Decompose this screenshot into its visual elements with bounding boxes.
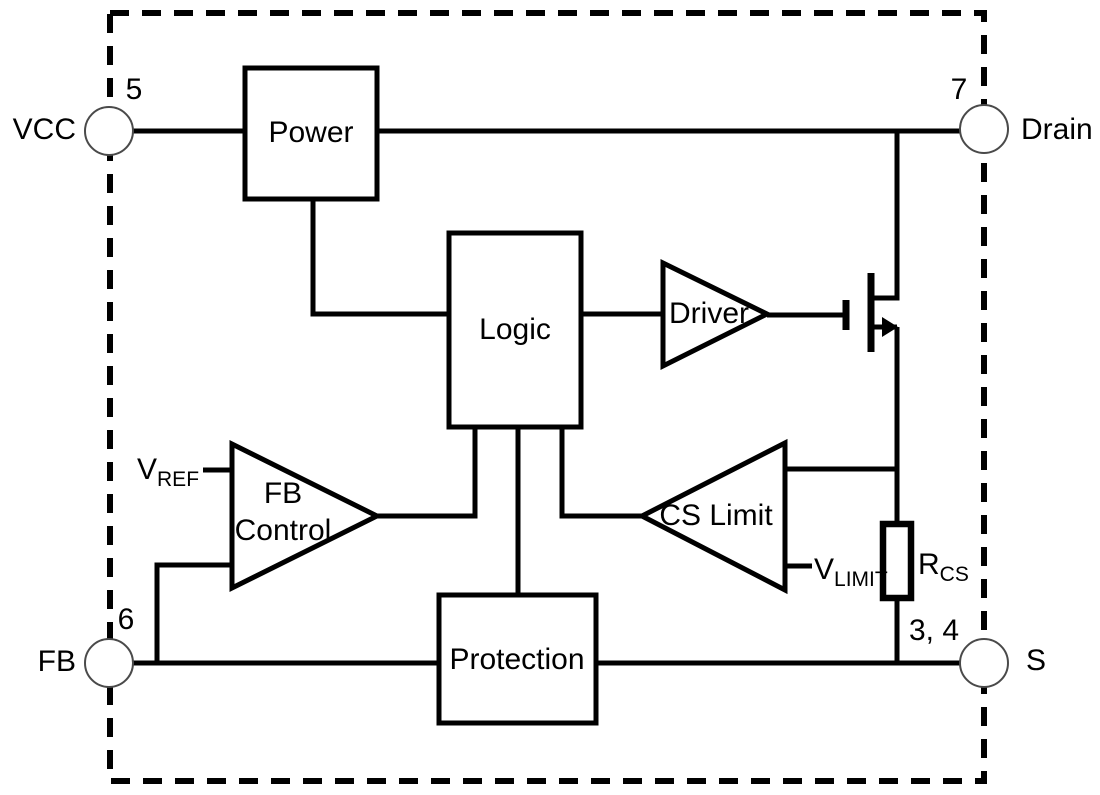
s-pin-number: 3, 4: [908, 614, 960, 647]
fb-pin-number: 6: [117, 603, 135, 636]
vcc-pin-circle: [84, 106, 134, 156]
protection-block-box: [436, 592, 599, 726]
vref-sub: REF: [157, 468, 200, 491]
power-block-label: Power: [268, 116, 354, 149]
vcc-pin-number: 5: [125, 73, 143, 106]
mosfet-source-arrow: [882, 317, 898, 337]
vref-signal-label: VREF: [137, 453, 199, 491]
pin-circles: [84, 104, 1009, 688]
mosfet-icon: [842, 273, 898, 352]
rcs-base: R: [918, 548, 940, 581]
drain-pin-circle: [959, 104, 1009, 154]
logic-block-box: [446, 230, 584, 430]
drain-pin-number: 7: [950, 73, 968, 106]
fb-control-label-line1: FB: [263, 477, 303, 510]
logic-block-label: Logic: [479, 313, 551, 346]
fb-pin-circle: [84, 638, 134, 688]
wire-fbcontrol-to-logic: [377, 427, 478, 519]
ic-boundary-dashed-box: [107, 10, 987, 784]
power-block-box: [242, 65, 380, 202]
drain-pin-label: Drain: [1021, 113, 1093, 146]
s-pin-label: S: [1026, 644, 1047, 677]
vlimit-signal-label: VLIMIT: [814, 553, 888, 591]
wire-drain-drop: [871, 131, 900, 301]
cs-limit-triangle: [636, 438, 788, 595]
protection-block-label: Protection: [449, 643, 585, 676]
fb-pin-label: FB: [37, 645, 76, 678]
vlimit-sub: LIMIT: [834, 568, 888, 591]
vcc-pin-label: VCC: [12, 113, 76, 146]
fb-control-label-line2: Control: [234, 514, 332, 547]
fb-control-triangle: [229, 439, 383, 593]
rcs-resistor: [879, 520, 915, 602]
driver-block-label: Driver: [669, 297, 749, 330]
rcs-sub: CS: [939, 563, 969, 586]
block-outlines: [229, 65, 915, 726]
wire-power-to-logic: [310, 199, 449, 317]
fb-control-block-label: FB Control: [235, 475, 332, 549]
driver-triangle: [660, 258, 773, 371]
s-pin-circle: [959, 638, 1009, 688]
wire-fb-riser: [154, 562, 232, 663]
vlimit-base: V: [814, 553, 835, 586]
rcs-signal-label: RCS: [918, 548, 969, 586]
cs-limit-block-label: CS Limit: [659, 499, 773, 532]
wire-cslimit-to-logic: [559, 427, 642, 519]
vref-base: V: [137, 453, 158, 486]
